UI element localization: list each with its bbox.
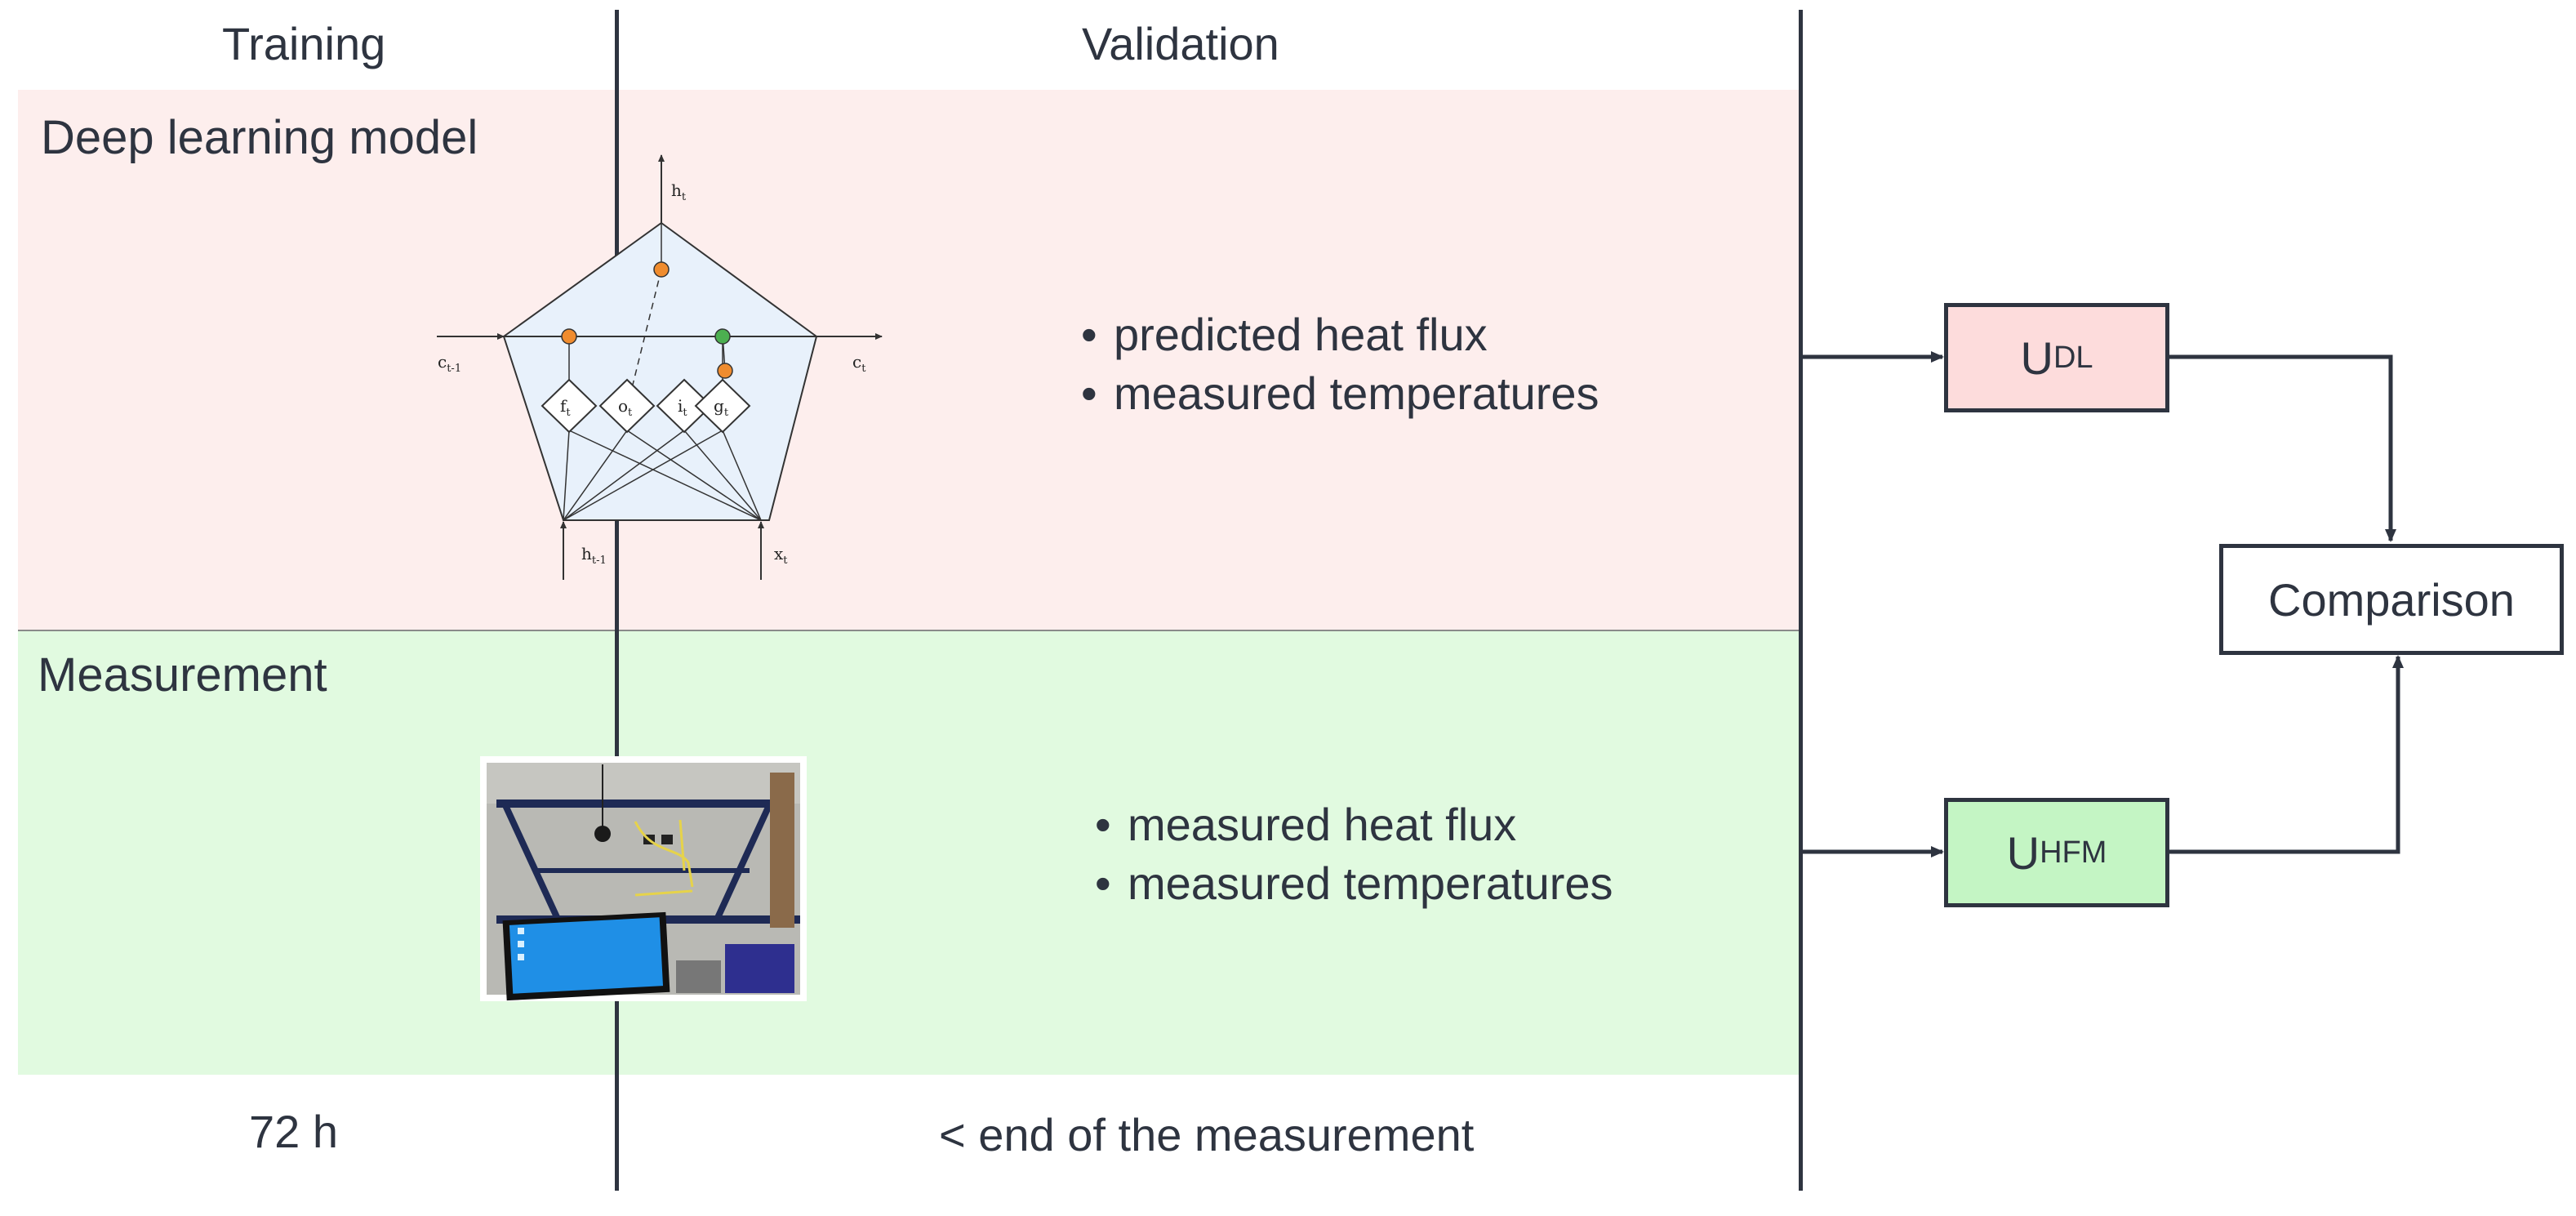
cell-body: [502, 221, 818, 521]
gate-i-label: it: [678, 396, 687, 419]
validation-header: Validation: [1082, 18, 1279, 69]
cell-add-node: [714, 328, 731, 345]
training-validation-divider: [615, 10, 619, 1191]
hidden-out-label: ht: [671, 180, 687, 203]
deep-learning-label: Deep learning model: [41, 111, 478, 164]
u-hfm-sub: HFM: [2040, 835, 2107, 870]
bullet-measured-temperatures: measured temperatures: [1081, 364, 1599, 423]
validation-comparison-divider: [1799, 10, 1803, 1191]
gate-o-label: ot: [618, 396, 633, 419]
deep-learning-bullets: predicted heat flux measured temperature…: [1081, 305, 1599, 423]
gate-g: [694, 378, 751, 434]
gate-f-label: ft: [560, 396, 571, 419]
input-x-label: xt: [774, 544, 788, 567]
hidden-in-label: ht-1: [581, 544, 607, 567]
training-header: Training: [222, 18, 386, 69]
bullet-measured-temperatures: measured temperatures: [1095, 854, 1613, 913]
uhfm-to-comparison: [2166, 655, 2404, 854]
validation-duration: < end of the measurement: [939, 1109, 1475, 1160]
output-multiply-node: [653, 261, 670, 278]
bullet-predicted-heat-flux: predicted heat flux: [1081, 305, 1599, 364]
udl-to-comparison: [2166, 354, 2396, 542]
forget-multiply-node: [561, 328, 577, 345]
gate-o: [598, 378, 656, 434]
gate-i: [656, 378, 713, 434]
cell-in-label: ct-1: [438, 352, 461, 375]
bullet-measured-heat-flux: measured heat flux: [1095, 795, 1613, 854]
u-dl-main: U: [2020, 332, 2053, 384]
comparison-label: Comparison: [2268, 573, 2515, 626]
u-hfm-main: U: [2006, 826, 2040, 879]
lstm-cell-diagram: ft ot it gt ht ct ct-1 ht-1 xt: [437, 154, 883, 580]
measurement-bullets: measured heat flux measured temperatures: [1095, 795, 1613, 913]
cell-out-label: ct: [852, 352, 866, 375]
u-dl-sub: DL: [2053, 340, 2093, 375]
gate-f: [541, 378, 598, 434]
gate-g-label: gt: [714, 396, 729, 419]
band-divider: [18, 630, 1801, 631]
measurement-setup-photo: [480, 756, 807, 1001]
training-duration: 72 h: [249, 1106, 338, 1157]
measurement-label: Measurement: [38, 648, 327, 702]
input-multiply-node: [717, 363, 733, 379]
comparison-box: Comparison: [2219, 544, 2564, 655]
